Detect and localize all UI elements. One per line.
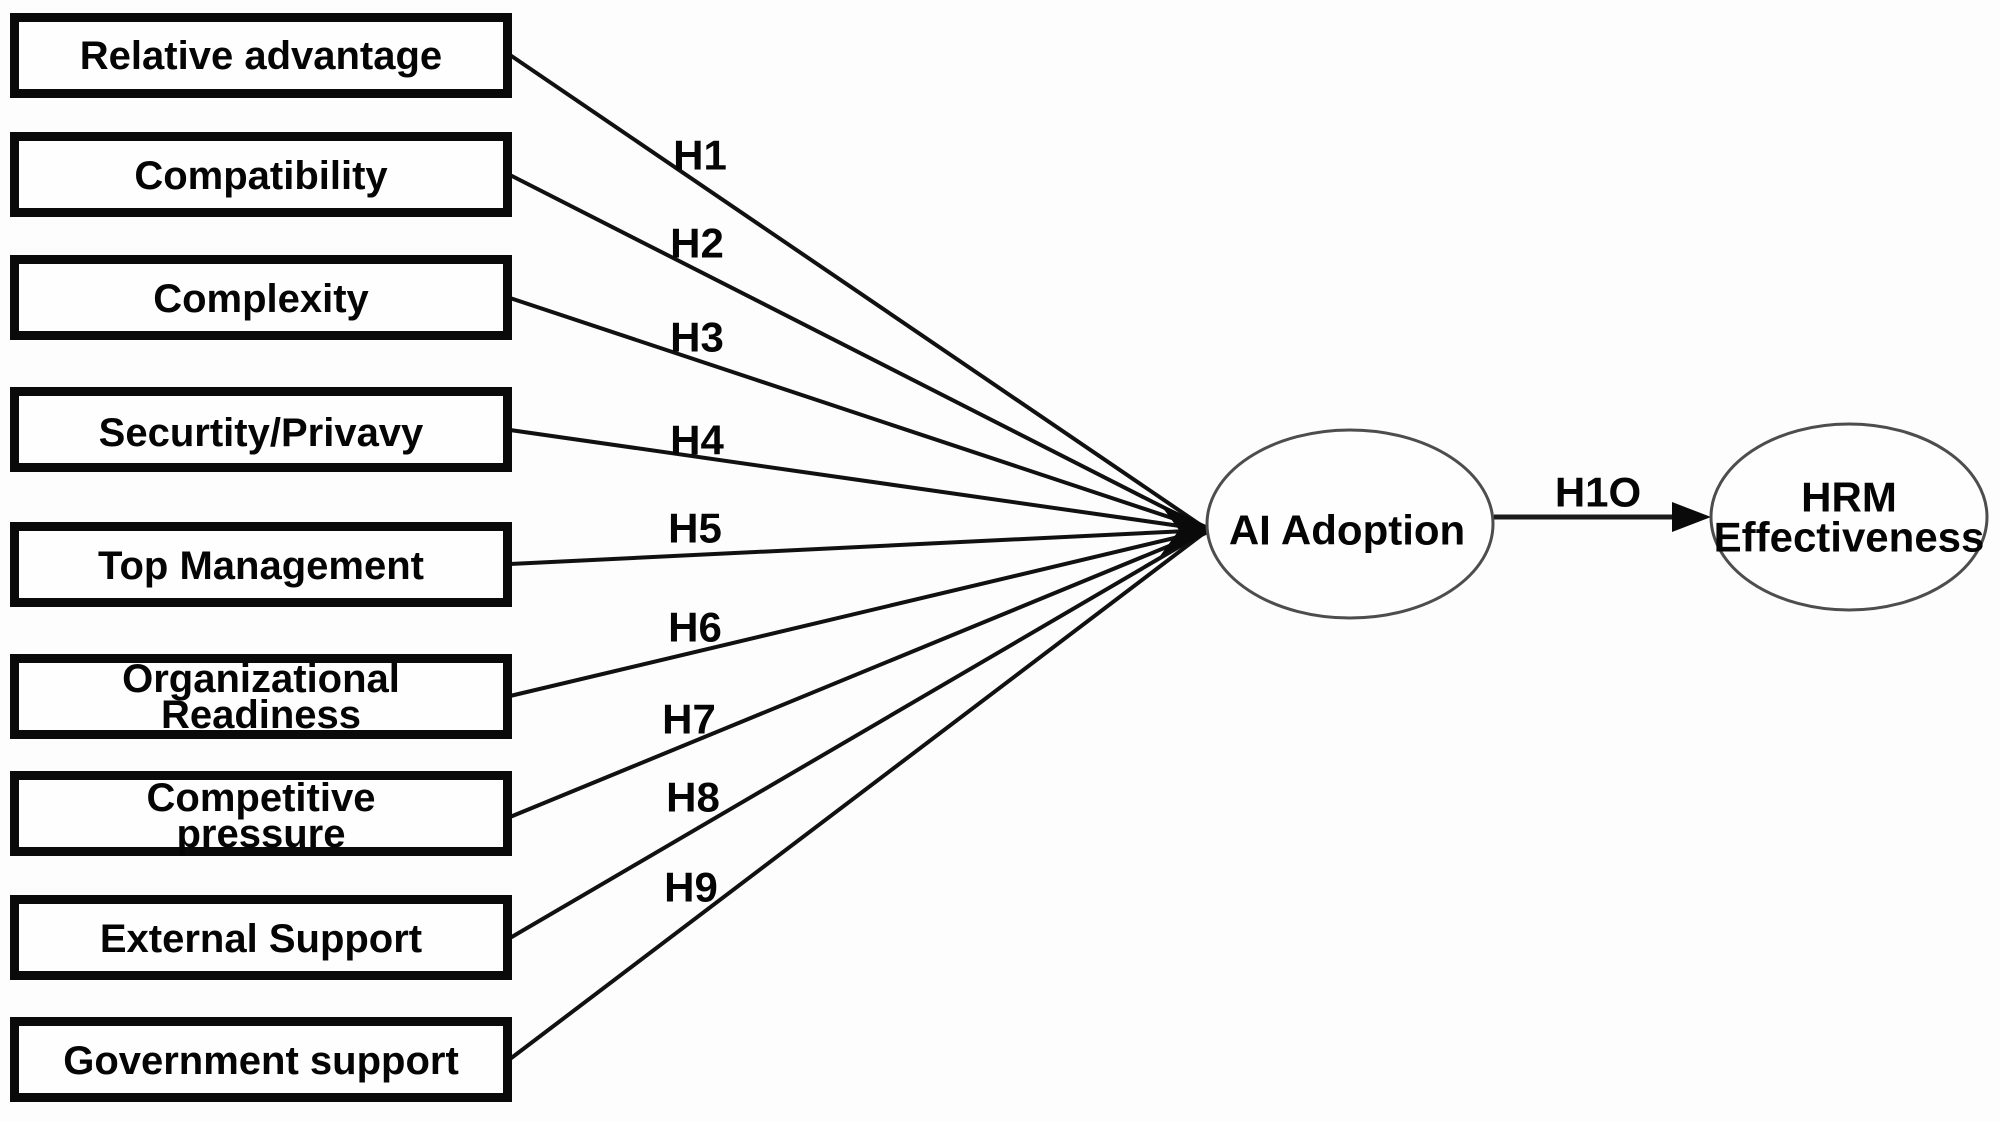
ellipse-node-hrm-effectiveness: HRM Effectiveness [1709,422,1989,612]
hypothesis-labels: H1 H2 H3 H4 H5 H6 H7 H8 H9 [662,132,727,911]
factor-label: Government support [63,1039,459,1083]
path-line-h6 [509,528,1209,698]
path-line-h8 [508,528,1210,940]
ellipse-node-ai-adoption: AI Adoption [1205,428,1495,620]
outcome-arrowhead-icon [1672,502,1711,532]
factor-box [10,654,512,739]
factor-box-security-privacy: Securtity/Privavy [10,387,512,472]
path-lines [508,53,1217,1061]
factor-box [10,132,512,217]
factor-box [10,1017,512,1102]
hrm-effectiveness-label-line2: Effectiveness [1714,514,1985,561]
factor-label-line2: pressure [177,812,346,856]
factor-box-top-management: Top Management [10,522,512,607]
hrm-effectiveness-label: HRM [1801,474,1897,521]
factor-box-relative-advantage: Relative advantage [10,13,512,98]
factor-label: Relative advantage [80,34,442,78]
factor-label: Competitive [147,776,376,820]
hypothesis-label-h9: H9 [664,864,718,911]
factor-box-complexity: Complexity [10,255,512,340]
hypothesis-label-h7: H7 [662,696,716,743]
path-line-h3 [509,296,1209,532]
hypothesis-label-h3: H3 [670,314,724,361]
factor-box [10,895,512,980]
factor-label: Compatibility [134,154,388,198]
path-line-h5 [509,528,1209,566]
factor-label: Top Management [98,544,424,588]
factor-box-government-support: Government support [10,1017,512,1102]
ai-adoption-label: AI Adoption [1229,507,1465,554]
factor-box-competitive-pressure: Competitive pressure [10,771,512,856]
factor-box-organizational-readiness: Organizational Readiness [10,654,512,739]
path-line-h1 [508,53,1210,532]
factor-box [10,13,512,98]
path-line-h7 [509,528,1209,819]
hypothesis-label-h5: H5 [668,505,722,552]
factor-label: External Support [100,917,422,961]
hypothesis-label-h2: H2 [670,220,724,267]
ai-adoption-ellipse [1205,428,1495,620]
factor-label-line2: Readiness [161,693,361,737]
factor-label: Organizational [122,657,400,701]
factor-box [10,387,512,472]
converging-arrowhead-icon [1160,504,1217,556]
factor-box-external-support: External Support [10,895,512,980]
hrm-effectiveness-ellipse [1709,422,1989,612]
factor-label: Complexity [153,277,369,321]
factor-label: Securtity/Privavy [99,411,424,455]
hypothesis-label-h8: H8 [666,774,720,821]
hypothesis-label-h4: H4 [670,417,724,464]
outcome-path: H1O [1494,469,1711,532]
factor-box [10,255,512,340]
path-line-h9 [508,528,1210,1061]
factor-box-compatibility: Compatibility [10,132,512,217]
path-line-h2 [509,173,1209,532]
hypothesis-label-h1o: H1O [1555,469,1641,516]
hypothesis-label-h1: H1 [673,132,727,179]
hypothesis-label-h6: H6 [668,604,722,651]
factor-box [10,522,512,607]
factor-box [10,771,512,856]
path-line-h4 [509,428,1209,532]
